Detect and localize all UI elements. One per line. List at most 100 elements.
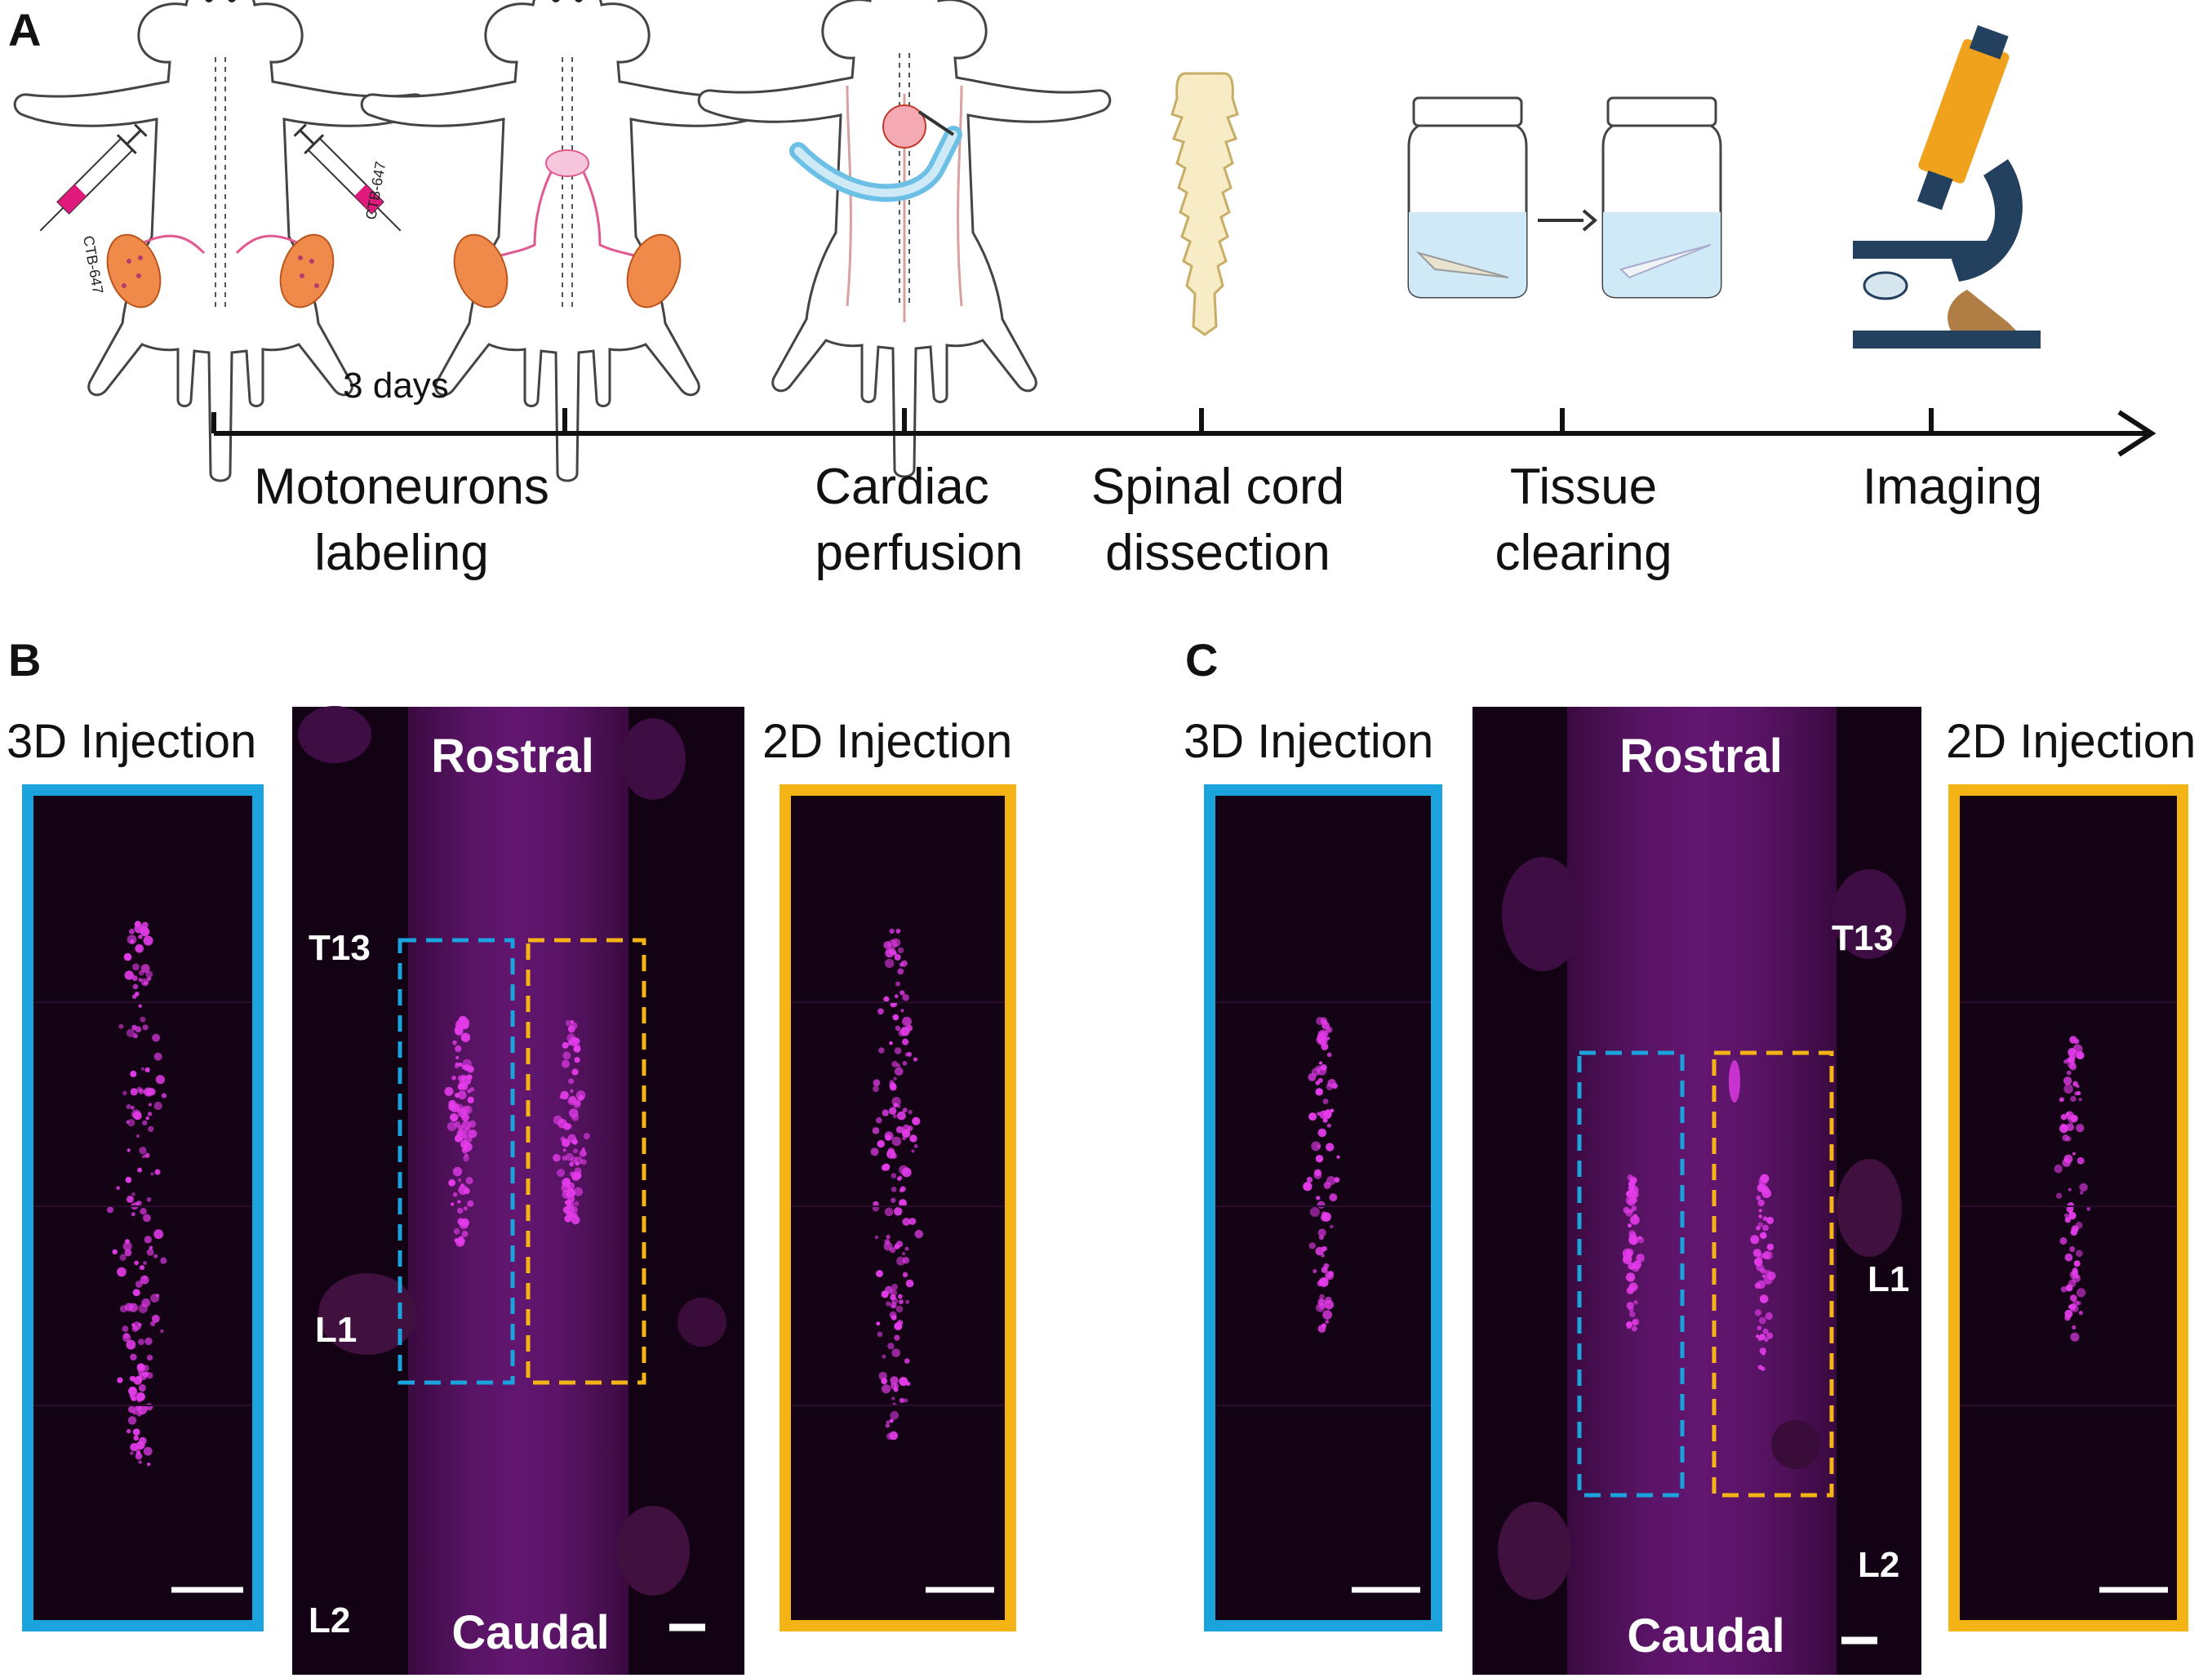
labeled-cell xyxy=(1760,1232,1767,1240)
labeled-cell xyxy=(899,1397,905,1403)
panel-b-letter: B xyxy=(8,634,41,686)
labeled-cell xyxy=(877,1139,885,1148)
labeled-cell xyxy=(147,976,152,981)
labeled-cell xyxy=(136,1086,142,1092)
labeled-cell xyxy=(562,1139,571,1148)
labeled-cell xyxy=(140,926,144,931)
labeled-cell xyxy=(457,1200,461,1204)
labeled-cell xyxy=(1317,1201,1326,1209)
labeled-cell xyxy=(1623,1206,1630,1214)
labeled-cell xyxy=(562,1051,571,1060)
labeled-cell xyxy=(901,1129,911,1139)
labeled-cell xyxy=(1761,1274,1766,1278)
panel-b-2d-cells xyxy=(870,928,924,1441)
labeled-cell xyxy=(562,1041,569,1049)
labeled-cell xyxy=(902,1218,911,1226)
labeled-cell xyxy=(2072,1325,2077,1330)
labeled-cell xyxy=(2079,1183,2088,1192)
labeled-cell xyxy=(898,1175,903,1180)
labeled-cell xyxy=(125,1176,132,1183)
labeled-cell xyxy=(1308,1072,1317,1081)
labeled-cell xyxy=(878,1371,887,1381)
labeled-cell xyxy=(900,960,908,967)
labeled-cell xyxy=(580,1159,587,1165)
labeled-cell xyxy=(135,1449,140,1454)
labeled-cell xyxy=(566,1192,571,1197)
labeled-cell xyxy=(133,1111,142,1121)
labeled-cell xyxy=(1628,1307,1634,1312)
step-2-line1: Cardiac xyxy=(815,459,989,515)
labeled-cell xyxy=(905,1299,910,1304)
labeled-cell xyxy=(126,1028,135,1037)
panel-b-3d-cells xyxy=(107,921,167,1467)
labeled-cell xyxy=(1331,1083,1338,1089)
labeled-cell xyxy=(448,1179,455,1187)
labeled-cell xyxy=(2063,1154,2073,1164)
panel-c-3d-crop xyxy=(1204,784,1442,1631)
labeled-cell xyxy=(137,1167,143,1173)
labeled-cell xyxy=(127,1119,135,1127)
labeled-cell xyxy=(893,1076,897,1081)
labeled-cell xyxy=(138,1460,142,1464)
labeled-cell xyxy=(132,983,139,990)
labeled-cell xyxy=(902,1060,908,1066)
labeled-cell xyxy=(143,1446,153,1456)
labeled-cell xyxy=(1752,1249,1761,1258)
labeled-cell xyxy=(127,1428,131,1434)
labeled-cell xyxy=(142,1120,148,1125)
labeled-cell xyxy=(1315,1155,1324,1163)
labeled-cell xyxy=(124,970,134,980)
labeled-cell xyxy=(126,1103,131,1109)
timeline-axis xyxy=(211,408,2156,457)
labeled-cell xyxy=(460,1183,464,1187)
labeled-cell xyxy=(2075,1221,2083,1229)
syringe-left-label: CTB-647 xyxy=(80,234,106,295)
labeled-cell xyxy=(133,1435,139,1441)
panel-c-t13-label: T13 xyxy=(1832,918,1894,958)
labeled-cell xyxy=(1757,1325,1762,1330)
labeled-cell xyxy=(2065,1284,2073,1292)
labeled-cell xyxy=(2073,1038,2080,1045)
mouse-injection-illustration: CTB-647 CTB-647 xyxy=(13,0,428,482)
mouse-perfusion-illustration xyxy=(697,0,1112,478)
labeled-cell xyxy=(891,1303,896,1308)
labeled-cell xyxy=(112,1249,118,1255)
labeled-cell xyxy=(135,1452,143,1460)
labeled-cell xyxy=(1317,1077,1323,1083)
labeled-cell xyxy=(2072,1268,2079,1276)
labeled-cell xyxy=(894,1047,902,1054)
labeled-cell xyxy=(135,1026,142,1033)
labeled-cell xyxy=(895,1305,904,1313)
labeled-cell xyxy=(561,1183,571,1193)
labeled-cell xyxy=(143,1261,147,1265)
labeled-cell xyxy=(1756,1195,1761,1201)
labeled-cell xyxy=(898,1294,903,1299)
labeled-cell xyxy=(2068,1211,2077,1220)
labeled-cell xyxy=(911,1149,915,1153)
labeled-cell xyxy=(467,1089,472,1094)
labeled-cell xyxy=(2064,1253,2073,1262)
labeled-cell xyxy=(1754,1258,1763,1267)
labeled-cell xyxy=(123,1332,130,1339)
labeled-cell xyxy=(884,1207,894,1217)
labeled-cell xyxy=(889,1311,897,1319)
labeled-cell xyxy=(132,1409,138,1415)
labeled-cell xyxy=(148,1125,154,1132)
labeled-cell xyxy=(1320,1017,1328,1024)
labeled-cell xyxy=(886,1149,896,1159)
labeled-cell xyxy=(135,1405,142,1412)
labeled-cell xyxy=(1625,1272,1636,1282)
labeled-cell xyxy=(885,1134,891,1141)
labeled-cell xyxy=(461,1113,470,1121)
labeled-cell xyxy=(131,1192,135,1196)
labeled-cell xyxy=(899,1165,908,1175)
labeled-cell xyxy=(1756,1225,1761,1231)
labeled-cell xyxy=(451,1076,456,1081)
labeled-cell xyxy=(1757,1183,1766,1192)
labeled-cell xyxy=(117,1377,123,1383)
labeled-cell xyxy=(458,1178,462,1183)
labeled-cell xyxy=(575,1161,580,1166)
labeled-cell xyxy=(557,1169,565,1178)
labeled-cell xyxy=(150,1172,154,1176)
labeled-cell xyxy=(2063,1084,2073,1094)
